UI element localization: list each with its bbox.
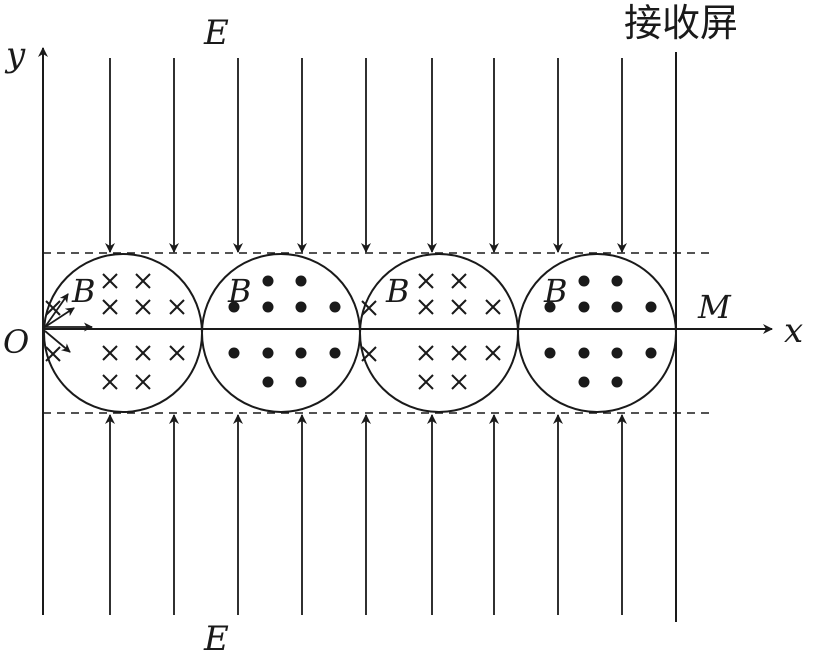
electric-field-arrows-top	[105, 58, 627, 253]
field-out-of-page-dot	[611, 301, 623, 313]
field-out-of-page-dot	[611, 347, 623, 359]
field-out-of-page-dot	[645, 301, 657, 313]
velocity-arrows	[44, 293, 93, 353]
field-out-of-page-dot	[611, 376, 623, 388]
y-axis-label: y	[4, 35, 26, 75]
field-into-page-symbol	[135, 374, 151, 390]
receiving-screen-label: 接收屏	[624, 1, 738, 45]
x-axis-label: x	[784, 311, 803, 351]
circle-1-b-label: B	[71, 272, 96, 310]
field-into-page-symbol	[451, 345, 467, 361]
field-into-page-symbol	[135, 345, 151, 361]
field-into-page-symbol	[102, 374, 118, 390]
field-out-of-page-dot	[262, 301, 274, 313]
electric-field-label-bottom: E	[203, 619, 229, 656]
magnetic-field-circles	[43, 253, 677, 413]
field-out-of-page-dot	[578, 376, 590, 388]
field-into-page-symbol	[418, 299, 434, 315]
magnetic-region-3	[359, 253, 519, 413]
field-into-page-symbol	[485, 345, 501, 361]
field-out-of-page-dot	[329, 301, 341, 313]
field-out-of-page-dot	[578, 301, 590, 313]
field-into-page-symbol	[418, 345, 434, 361]
field-into-page-symbol	[418, 273, 434, 289]
magnetic-circle-1	[43, 253, 203, 413]
field-into-page-symbol	[418, 374, 434, 390]
field-into-page-symbol	[169, 299, 185, 315]
field-into-page-symbol	[169, 345, 185, 361]
field-into-page-symbol	[135, 299, 151, 315]
origin-label: O	[3, 323, 29, 361]
field-out-of-page-dot	[578, 275, 590, 287]
electric-field-arrows-bottom	[105, 414, 627, 615]
field-into-page-symbol	[361, 346, 377, 362]
field-into-page-symbol	[451, 374, 467, 390]
field-out-of-page-dot	[262, 275, 274, 287]
field-into-page-symbol	[45, 346, 61, 362]
point-m-label: M	[697, 288, 732, 326]
field-out-of-page-dot	[228, 347, 240, 359]
magnetic-region-4	[517, 253, 677, 413]
field-out-of-page-dot	[645, 347, 657, 359]
field-into-page-symbol	[102, 345, 118, 361]
field-out-of-page-dot	[611, 275, 623, 287]
field-into-page-symbol	[451, 273, 467, 289]
field-into-page-symbol	[361, 300, 377, 316]
magnetic-region-2	[201, 253, 361, 413]
field-out-of-page-dot	[295, 376, 307, 388]
circle-2-b-label: B	[227, 272, 252, 310]
field-into-page-symbol	[102, 273, 118, 289]
field-into-page-symbol	[45, 300, 61, 316]
field-out-of-page-dot	[295, 347, 307, 359]
field-into-page-symbol	[135, 273, 151, 289]
field-out-of-page-dot	[262, 376, 274, 388]
electric-field-label-top: E	[203, 13, 229, 53]
field-out-of-page-dot	[544, 347, 556, 359]
field-into-page-symbol	[485, 299, 501, 315]
field-into-page-symbol	[451, 299, 467, 315]
magnetic-region-1	[43, 253, 203, 413]
field-out-of-page-dot	[262, 347, 274, 359]
velocity-arrow-up	[44, 307, 75, 328]
field-into-page-symbol	[102, 299, 118, 315]
field-out-of-page-dot	[544, 301, 556, 313]
velocity-arrow-up-left	[44, 293, 69, 328]
velocity-arrow-down	[44, 330, 71, 353]
circle-3-b-label: B	[385, 272, 410, 310]
field-out-of-page-dot	[295, 301, 307, 313]
field-out-of-page-dot	[228, 301, 240, 313]
field-out-of-page-dot	[295, 275, 307, 287]
circle-4-b-label: B	[543, 272, 568, 310]
magnetic-circle-3	[359, 253, 519, 413]
magnetic-circle-2	[201, 253, 361, 413]
field-out-of-page-dot	[578, 347, 590, 359]
field-out-of-page-dot	[329, 347, 341, 359]
magnetic-circle-4	[517, 253, 677, 413]
